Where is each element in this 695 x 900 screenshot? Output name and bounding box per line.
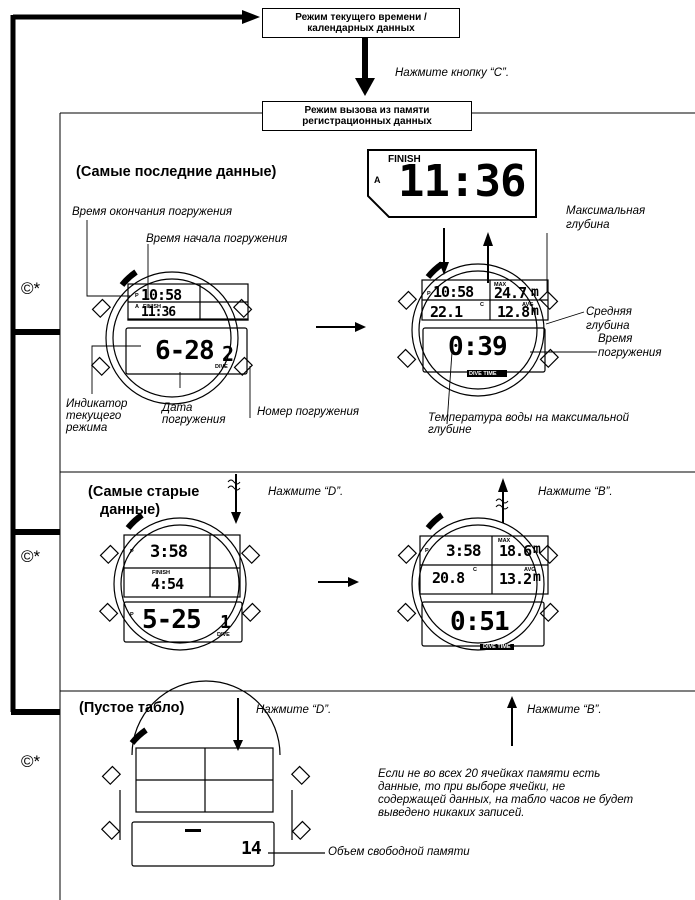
mode-indicator-label-1: Индикатор (66, 398, 128, 410)
max-depth-label-1: Максимальная (566, 205, 646, 217)
w4-avg-label: AVG (524, 567, 536, 573)
w1-dive-number: 2 (222, 342, 234, 366)
dive-start-time-label: Время начала погружения (146, 233, 288, 245)
w2-temp-unit-label: C (480, 302, 484, 308)
w2-water-temp: 22.1 (430, 303, 463, 321)
w2-dive-time: 0:39 (448, 332, 508, 362)
w4-p-indicator: P (425, 548, 429, 554)
w2-avg-unit: m (531, 304, 539, 319)
w4-max-depth: 18.6 (499, 542, 532, 560)
press-d-label-1: Нажмите “D”. (268, 486, 344, 498)
w1-a-indicator: A (135, 304, 139, 310)
w3-end-time: 4:54 (151, 575, 184, 593)
section-oldest-title-line1: (Самые старые (88, 484, 200, 500)
w2-avg-label: AVG (522, 302, 534, 308)
w3-p-indicator: P (130, 549, 134, 555)
empty-memory-note-line3: содержащей данных, на табло часов не буд… (378, 794, 634, 806)
c-star-1: ©* (21, 279, 41, 298)
empty-memory-note-line2: данные, то при выборе ячейки, не (378, 781, 566, 793)
dive-time-label-2: погружения (598, 347, 662, 359)
w1-end-time: 11:36 (141, 305, 176, 320)
w4-water-temp: 20.8 (432, 569, 465, 587)
press-b-label-1: Нажмите “B”. (538, 486, 613, 498)
w1-start-time: 10:58 (141, 286, 182, 304)
empty-memory-note-line1: Если не во всех 20 ячейках памяти есть (378, 768, 601, 780)
recall-mode-box: Режим вызова из памяти регистрационных д… (262, 101, 472, 131)
w2-dive-time-label: DIVE TIME (469, 371, 497, 377)
w4-dive-time: 0:51 (450, 607, 510, 637)
w5-free-memory-count: 14 (241, 838, 262, 859)
w1-dive-date: 6-28 (155, 336, 215, 366)
enlarged-finish-time: 11:36 (398, 156, 526, 207)
w4-avg-unit: m (533, 570, 541, 585)
w4-max-label: MAX (498, 538, 511, 544)
w2-start-time: 10:58 (433, 283, 474, 301)
current-time-mode-line2: календарных данных (307, 23, 415, 34)
recall-mode-line1: Режим вызова из памяти (304, 105, 430, 116)
dive-date-label-1: Дата (162, 402, 193, 414)
enlarged-a-indicator: A (374, 175, 381, 185)
enlarged-finish-label: FINISH (388, 154, 421, 165)
w4-temp-unit-label: C (473, 567, 477, 573)
press-c-label: Нажмите кнопку “C”. (395, 67, 510, 79)
section-latest-title: (Самые последние данные) (76, 164, 277, 180)
mode-indicator-label-3: режима (66, 422, 108, 434)
section-empty-title: (Пустое табло) (79, 700, 185, 716)
w4-avg-depth: 13.2 (499, 570, 532, 588)
water-temp-label-1: Температура воды на максимальной (428, 412, 629, 424)
current-time-mode-box: Режим текущего времени / календарных дан… (262, 8, 460, 38)
avg-depth-label-1: Средняя (586, 306, 632, 318)
w2-avg-depth: 12.8 (497, 303, 530, 321)
w4-max-unit: m (533, 542, 541, 557)
w3-start-time: 3:58 (150, 542, 188, 562)
avg-depth-label-2: глубина (586, 320, 630, 332)
press-b-label-2: Нажмите “B”. (527, 704, 602, 716)
press-d-label-2: Нажмите “D”. (256, 704, 332, 716)
dive-number-label: Номер погружения (257, 406, 360, 418)
section-oldest-title-line2: данные) (100, 502, 161, 518)
mode-indicator-label-2: текущего (66, 410, 122, 422)
c-star-2: ©* (21, 547, 41, 566)
w2-max-unit: m (531, 285, 539, 300)
w1-dive-label: DIVE (215, 364, 228, 370)
w3-dive-date: 5-25 (142, 605, 202, 635)
max-depth-label-2: глубина (566, 219, 610, 231)
w3-dive-number: 1 (220, 612, 231, 633)
dive-end-time-label: Время окончания погружения (72, 206, 232, 218)
dive-date-label-2: погружения (162, 414, 226, 426)
w1-finish-label: FINISH (143, 304, 162, 310)
w2-max-label: MAX (494, 282, 507, 288)
water-temp-label-2: глубине (428, 424, 472, 436)
empty-memory-note-line4: выведено никаких записей. (378, 807, 525, 819)
w4-start-time: 3:58 (446, 541, 482, 560)
w2-max-depth: 24.7 (494, 284, 527, 302)
current-time-mode-line1: Режим текущего времени / (295, 12, 427, 23)
recall-mode-line2: регистрационных данных (302, 116, 432, 127)
w3-p-indicator-2: P (130, 612, 134, 618)
c-star-3: ©* (21, 752, 41, 771)
w4-dive-time-label: DIVE TIME (483, 644, 511, 650)
free-memory-label: Объем свободной памяти (328, 846, 470, 858)
w3-finish-label: FINISH (152, 570, 171, 576)
w2-p-indicator: P (427, 291, 431, 297)
w1-p-indicator: P (135, 293, 139, 299)
dive-time-label-1: Время (598, 333, 633, 345)
w3-dive-label: DIVE (217, 632, 230, 638)
